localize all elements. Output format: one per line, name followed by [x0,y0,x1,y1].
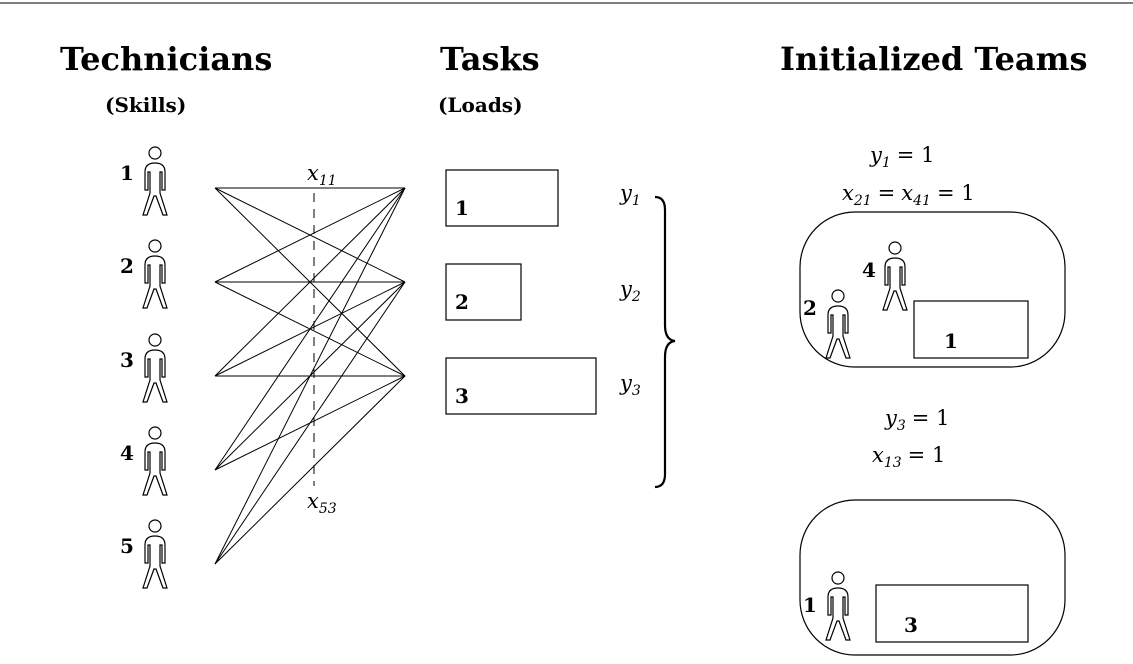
task-var-3: y3 [619,371,641,399]
person-icon [142,146,168,216]
task-2: 2 [445,263,522,321]
technician-1: 1 [120,146,168,216]
task-1: 1 [445,169,559,227]
edge-tech-3-task-1 [214,187,406,377]
edge-tech-5-task-3 [214,375,406,565]
edge-tech-4-task-1 [214,187,406,471]
team-task-label: 1 [944,329,958,353]
svg-text:y2: y2 [619,277,641,305]
team-member-label: 1 [803,593,817,617]
task-box [445,263,522,321]
team-task-box [875,584,1029,643]
team-task-box [913,300,1029,359]
assignment-edges [214,187,406,565]
edge-label-bottom: x53 [307,489,337,517]
technicians-subheader: (Skills) [105,93,186,117]
person-icon [142,333,168,403]
svg-text:x53: x53 [307,489,337,517]
tasks-subheader: (Loads) [438,93,523,117]
team-1: 2 4 1 [799,211,1066,368]
team-1-equation-y: y1= 1 [869,143,934,171]
task-box [445,169,559,227]
person-icon [142,519,168,589]
technician-label: 1 [120,161,134,185]
edge-tech-2-task-1 [214,187,406,283]
svg-text:y1: y1 [619,181,641,209]
edge-tech-5-task-2 [214,281,406,565]
tasks-header: Tasks [440,40,540,78]
task-var-2: y2 [619,277,641,305]
teams-header: Initialized Teams [780,40,1088,78]
technician-label: 5 [120,534,134,558]
edge-tech-5-task-1 [214,187,406,565]
edge-label-top: x11 [307,161,337,189]
person-icon [825,289,851,359]
team-boundary [799,211,1066,368]
task-label: 1 [455,196,469,220]
technician-2: 2 [120,239,168,309]
person-icon [882,241,908,311]
technician-3: 3 [120,333,168,403]
curly-brace [654,195,676,489]
team-member-label: 2 [803,296,817,320]
svg-text:x11: x11 [307,161,337,189]
team-2-equation-y: y3= 1 [884,406,949,434]
technicians-header: Technicians [60,40,272,78]
person-icon [825,571,851,641]
person-icon [142,239,168,309]
technician-4: 4 [120,426,168,496]
team-2: 1 3 [799,499,1066,656]
person-icon [142,426,168,496]
svg-text:y3: y3 [619,371,641,399]
technician-5: 5 [120,519,168,589]
technician-label: 3 [120,348,134,372]
svg-text:x13= 1: x13= 1 [872,443,945,471]
task-3: 3 [445,357,597,415]
technician-label: 4 [120,441,134,465]
team-member-label: 4 [862,258,876,282]
team-boundary [799,499,1066,656]
team-1-equation-x: x21=x41= 1 [842,181,975,209]
technician-label: 2 [120,254,134,278]
svg-text:x21=x41= 1: x21=x41= 1 [842,181,975,209]
task-label: 2 [455,290,469,314]
team-2-equation-x: x13= 1 [872,443,945,471]
svg-text:y1= 1: y1= 1 [869,143,934,171]
task-label: 3 [455,384,469,408]
svg-text:y3= 1: y3= 1 [884,406,949,434]
task-var-1: y1 [619,181,641,209]
task-box [445,357,597,415]
team-task-label: 3 [904,613,918,637]
